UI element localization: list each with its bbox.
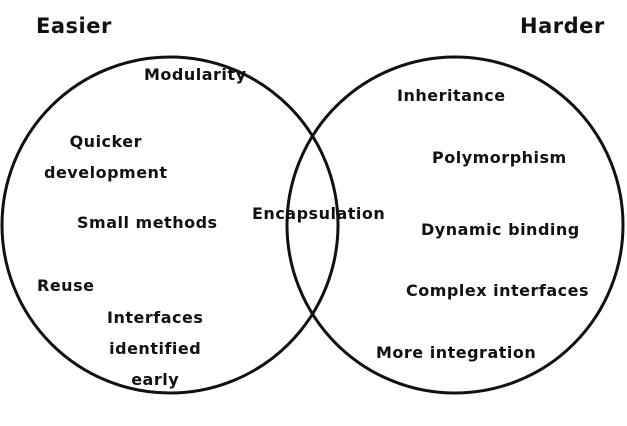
- intersection-item-encapsulation: Encapsulation: [252, 204, 386, 223]
- harder-item-more-integration: More integration: [376, 343, 537, 362]
- easier-circle: [0, 55, 340, 395]
- easier-item-quicker-development: Quicker development: [44, 132, 168, 182]
- easier-title: Easier: [36, 14, 112, 38]
- easier-item-modularity: Modularity: [144, 65, 247, 84]
- easier-item-reuse: Reuse: [37, 276, 95, 295]
- harder-item-complex-interfaces: Complex interfaces: [406, 281, 589, 300]
- easier-item-small-methods: Small methods: [77, 213, 218, 232]
- harder-circle: [285, 55, 625, 395]
- harder-item-inheritance: Inheritance: [397, 86, 506, 105]
- easier-item-interfaces-identified-early: Interfaces identified early: [107, 308, 204, 389]
- harder-item-dynamic-binding: Dynamic binding: [421, 220, 580, 239]
- harder-item-polymorphism: Polymorphism: [432, 148, 567, 167]
- harder-title: Harder: [520, 14, 605, 38]
